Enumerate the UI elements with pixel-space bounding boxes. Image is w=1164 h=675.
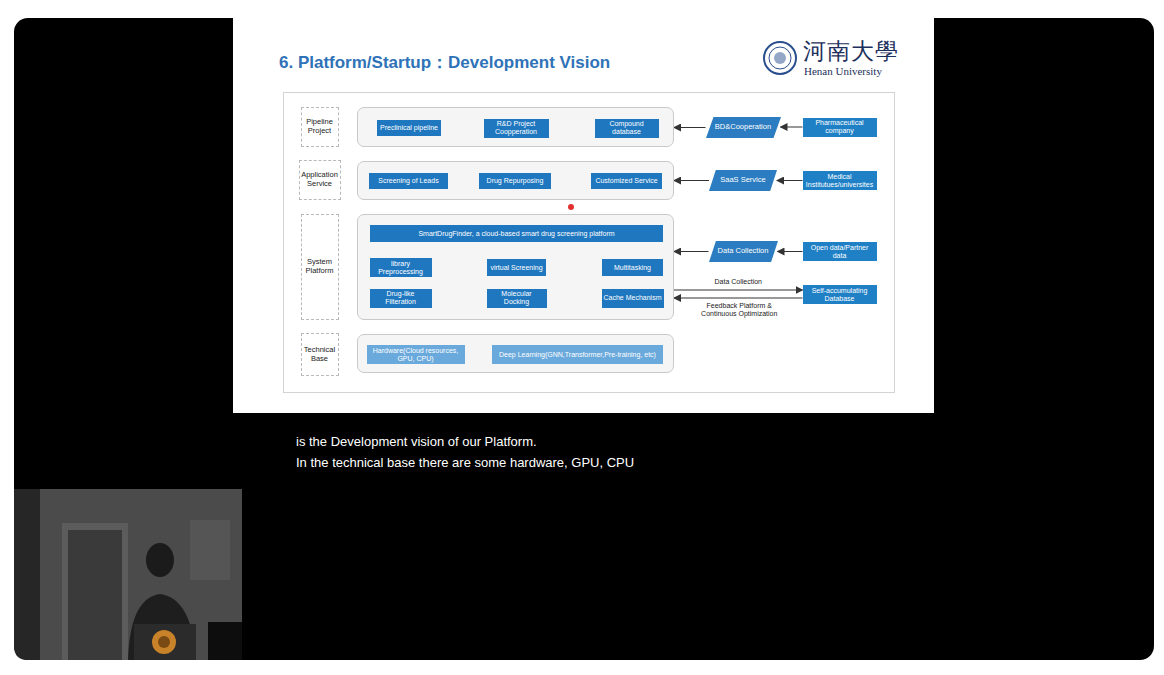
arrow-connector xyxy=(674,290,803,291)
module-box: Drug-like Filteration xyxy=(370,289,432,308)
module-box: R&D Project Coopperation xyxy=(484,119,549,138)
module-box: virtual Screening xyxy=(487,259,546,276)
node-text: Compound database xyxy=(597,120,657,135)
partner-box: Self-accumulating Database xyxy=(803,285,877,304)
module-box: Preclinical pipeline xyxy=(377,120,441,136)
node-text: Pipeline Project xyxy=(303,118,337,135)
slide-title: 6. Platform/Startup：Development Vision xyxy=(279,51,610,74)
node-text: Molecular Docking xyxy=(489,290,545,305)
node-text: SaaS Service xyxy=(720,176,765,184)
partner-box: Open data/Partner data xyxy=(803,242,877,261)
node-text: System Platform xyxy=(303,258,337,275)
arrow-connector xyxy=(674,127,706,128)
module-box: Customized Service xyxy=(591,173,662,189)
node-text: Pharmaceutical company xyxy=(805,119,875,134)
node-text: Cache Mechanism xyxy=(604,294,662,302)
parallelogram-fill xyxy=(709,241,778,262)
node-text: Multitasking xyxy=(614,264,651,272)
row-label-box: Technical Base xyxy=(301,333,339,376)
arrow-connector xyxy=(781,127,803,128)
node-text: Technical Base xyxy=(303,346,337,363)
row-panel: Screening of Leads Drug Repurposing Custom… xyxy=(357,161,674,200)
node-text: R&D Project Coopperation xyxy=(486,120,547,135)
module-box: Multitasking xyxy=(602,259,663,276)
module-box: SmartDrugFinder, a cloud-based smart dru… xyxy=(370,225,663,242)
node-text: Drug Repurposing xyxy=(487,177,544,185)
subtitle-line: is the Development vision of our Platfor… xyxy=(296,434,537,449)
module-box: Molecular Docking xyxy=(487,289,547,308)
node-text: Self-accumulating Database xyxy=(805,287,875,302)
arrow-connector xyxy=(674,251,709,252)
edge-label: Feedback Platform & Continuous Optimizat… xyxy=(690,302,788,318)
node-text: Screening of Leads xyxy=(378,177,438,185)
node-text: SmartDrugFinder, a cloud-based smart dru… xyxy=(418,230,614,238)
row-panel: Hardware(Cloud resources, GPU, CPU) Deep … xyxy=(357,334,674,373)
tech-box: Deep Learning(GNN,Transformer,Pre-traini… xyxy=(492,345,663,364)
parallelogram-fill xyxy=(709,170,777,191)
module-box: Cache Mechanism xyxy=(602,289,664,308)
node-text: Open data/Partner data xyxy=(805,244,875,259)
module-box: Screening of Leads xyxy=(369,173,448,189)
row-label-box: System Platform xyxy=(301,214,339,320)
node-text: BD&Cooperation xyxy=(715,123,771,131)
module-box: library Preprocessing xyxy=(370,258,432,277)
arrow-connector xyxy=(674,298,803,299)
channel-parallelogram: BD&Cooperation xyxy=(706,117,781,138)
module-box: Compound database xyxy=(595,119,659,138)
arrow-connector xyxy=(777,180,803,181)
edge-label: Data Collection xyxy=(714,278,763,286)
diagram-frame xyxy=(284,93,895,393)
partner-box: Pharmaceutical company xyxy=(803,118,877,137)
presenter-video xyxy=(14,489,242,660)
channel-parallelogram: SaaS Service xyxy=(709,170,777,191)
subtitle-line: In the technical base there are some har… xyxy=(296,455,634,470)
row-label-box: Pipeline Project xyxy=(301,107,339,147)
university-name-chinese: 河南大學 xyxy=(803,36,899,67)
arrow-connector xyxy=(674,180,709,181)
node-text: library Preprocessing xyxy=(372,260,430,275)
node-text: Deep Learning(GNN,Transformer,Pre-traini… xyxy=(499,351,656,359)
node-text: Drug-like Filteration xyxy=(372,290,430,305)
row-label-box: Application Service xyxy=(299,160,341,200)
university-name: Henan University xyxy=(804,65,882,77)
parallelogram-fill xyxy=(706,117,781,138)
row-panel: Preclinical pipeline R&D Project Cooppera… xyxy=(357,107,674,147)
node-text: virtual Screening xyxy=(490,264,542,272)
pointer-dot xyxy=(568,204,574,210)
university-seal xyxy=(764,42,796,74)
node-text: Application Service xyxy=(301,171,339,188)
row-panel: SmartDrugFinder, a cloud-based smart dru… xyxy=(357,214,674,320)
node-text: Preclinical pipeline xyxy=(380,124,438,132)
channel-parallelogram: Data Collection xyxy=(709,241,778,262)
node-text: Customized Service xyxy=(595,177,657,185)
arrow-connector xyxy=(778,251,803,252)
tech-box: Hardware(Cloud resources, GPU, CPU) xyxy=(367,345,465,364)
node-text: Medical Institutues/universites xyxy=(805,173,875,188)
module-box: Drug Repurposing xyxy=(479,173,551,189)
node-text: Data Collection xyxy=(718,247,769,255)
partner-box: Medical Institutues/universites xyxy=(803,171,877,190)
node-text: Hardware(Cloud resources, GPU, CPU) xyxy=(369,347,463,362)
